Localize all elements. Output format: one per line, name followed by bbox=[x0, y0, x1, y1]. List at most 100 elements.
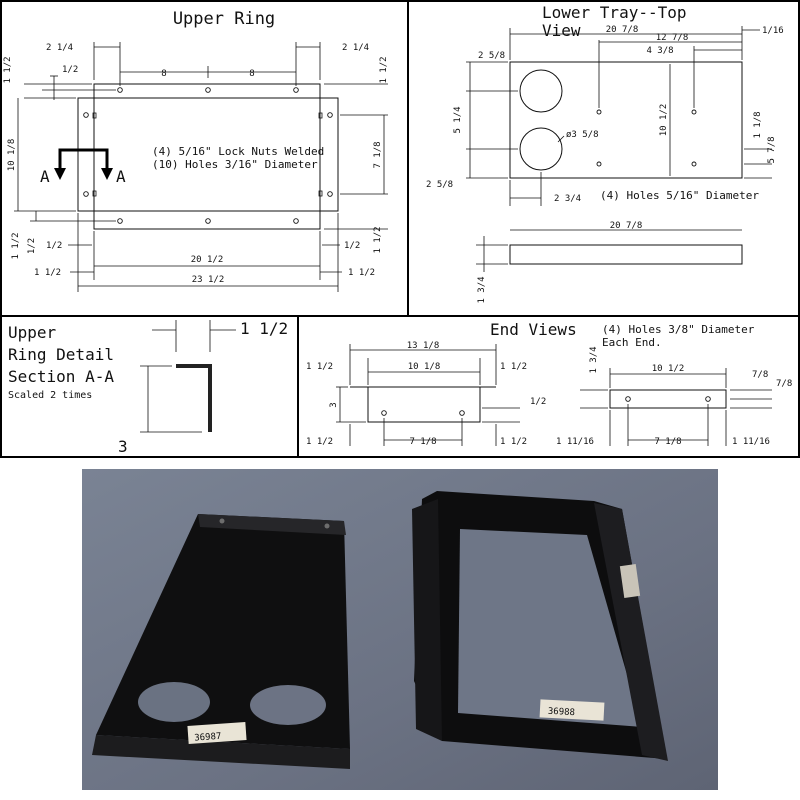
hole bbox=[205, 87, 211, 93]
hole bbox=[293, 87, 299, 93]
hole bbox=[691, 109, 697, 115]
end-dim-1-11-16-left: 1 11/16 bbox=[556, 437, 594, 447]
hole bbox=[691, 161, 697, 167]
section-cut-marker: A A bbox=[40, 148, 126, 186]
detail-title-2: Ring Detail bbox=[8, 345, 114, 364]
dim-upper-7-1-8: 7 1/8 bbox=[373, 141, 383, 168]
end-dim-13-1-8: 13 1/8 bbox=[407, 341, 440, 351]
photo-of-parts: 36987 36988 bbox=[82, 469, 718, 790]
detail-title-3: Section A-A bbox=[8, 367, 114, 386]
dim-tray-2-5-8-bottom: 2 5/8 bbox=[426, 180, 453, 190]
hole bbox=[205, 218, 211, 224]
lower-tray-holes-note: (4) Holes 5/16" Diameter bbox=[600, 189, 759, 202]
end-dim-1-1-2-br: 1 1/2 bbox=[500, 437, 527, 447]
end-views-note-1: (4) Holes 3/8" Diameter bbox=[602, 323, 755, 336]
dim-tray-20-7-8: 20 7/8 bbox=[606, 25, 639, 35]
lower-tray-top-view bbox=[509, 61, 743, 179]
upper-ring-title: Upper Ring bbox=[173, 9, 275, 29]
dim-upper-1-1-2-bottom-right: 1 1/2 bbox=[348, 268, 375, 278]
end-dim-1-1-2-bl: 1 1/2 bbox=[306, 437, 333, 447]
upper-ring-note-2: (10) Holes 3/16" Diameter bbox=[152, 158, 318, 171]
end-dim-7-1-8-left: 7 1/8 bbox=[409, 437, 436, 447]
end-dim-7-8-a: 7/8 bbox=[752, 370, 768, 380]
hole bbox=[381, 410, 387, 416]
upper-ring-note-1: (4) 5/16" Lock Nuts Welded bbox=[152, 145, 324, 158]
hole bbox=[705, 396, 711, 402]
tray-large-hole bbox=[519, 69, 563, 113]
lock-nut bbox=[318, 190, 323, 197]
hole-diameter-label: ø3 5/8 bbox=[566, 130, 599, 140]
dim-upper-10-1-8: 10 1/8 bbox=[7, 139, 17, 172]
dim-upper-1-1-2-top: 1 1/2 bbox=[3, 56, 13, 83]
hole bbox=[117, 218, 123, 224]
lower-tray-title: Lower Tray--Top bbox=[542, 3, 687, 22]
hole bbox=[459, 410, 465, 416]
dim-tray-4-3-8: 4 3/8 bbox=[646, 46, 673, 56]
section-mark-right: A bbox=[116, 167, 126, 186]
lower-tray-panel: Lower Tray--Top View ø3 5/8 (4) Holes 5/… bbox=[426, 3, 784, 304]
dim-upper-20-1-2: 20 1/2 bbox=[191, 255, 224, 265]
lock-nut bbox=[92, 190, 97, 197]
end-dim-7-1-8-right: 7 1/8 bbox=[654, 437, 681, 447]
hole bbox=[293, 218, 299, 224]
hole bbox=[327, 112, 333, 118]
dim-upper-1-1-2-right-bottom: 1 1/2 bbox=[373, 226, 383, 253]
engineering-drawing: Upper Ring (4) 5/16" Lock Nuts Welded (1… bbox=[0, 0, 800, 458]
dim-upper-23-1-2: 23 1/2 bbox=[192, 275, 225, 285]
dim-tray-1-3-4: 1 3/4 bbox=[477, 276, 487, 303]
hole bbox=[83, 112, 89, 118]
photo-label-left bbox=[187, 721, 247, 745]
dim-upper-8-right: 8 bbox=[249, 69, 254, 79]
drawing-frame bbox=[0, 0, 800, 458]
photo-label-right-text: 36988 bbox=[548, 707, 576, 718]
upper-ring-outer bbox=[93, 83, 321, 230]
dim-upper-1-2-bottom-left: 1/2 bbox=[46, 241, 62, 251]
photo-label-right bbox=[539, 699, 605, 721]
end-views-panel: End Views (4) Holes 3/8" Diameter Each E… bbox=[306, 320, 792, 447]
hole bbox=[83, 191, 89, 197]
detail-scale: Scaled 2 times bbox=[8, 390, 92, 401]
hole bbox=[327, 191, 333, 197]
photo-label-left-text: 36987 bbox=[194, 732, 222, 744]
lock-nut bbox=[318, 112, 323, 119]
dim-tray-1-1-8: 1 1/8 bbox=[753, 111, 763, 138]
end-view-plate bbox=[609, 389, 727, 409]
end-dim-3: 3 bbox=[329, 402, 339, 407]
dim-upper-1-1-2-bottom-left: 1 1/2 bbox=[34, 268, 61, 278]
dim-tray-1-16: 1/16 bbox=[762, 26, 784, 36]
hole bbox=[117, 87, 123, 93]
end-views-note-2: Each End. bbox=[602, 336, 662, 349]
dim-upper-8-left: 8 bbox=[161, 69, 166, 79]
dim-tray-5-1-4: 5 1/4 bbox=[453, 106, 463, 133]
photo-upper-ring: 36988 bbox=[412, 491, 668, 761]
end-dim-10-1-2: 10 1/2 bbox=[652, 364, 685, 374]
end-dim-1-2: 1/2 bbox=[530, 397, 546, 407]
dim-tray-2-3-4: 2 3/4 bbox=[554, 194, 581, 204]
dim-upper-1-1-2-bottom: 1 1/2 bbox=[11, 232, 21, 259]
dim-upper-1-1-2-right-top: 1 1/2 bbox=[379, 56, 389, 83]
hole bbox=[596, 161, 602, 167]
dim-tray-5-7-8: 5 7/8 bbox=[767, 136, 777, 163]
dim-upper-2-1-4-left: 2 1/4 bbox=[46, 43, 73, 53]
lower-tray-side-view bbox=[509, 244, 743, 265]
hole bbox=[596, 109, 602, 115]
hole bbox=[625, 396, 631, 402]
dim-tray-10-1-2: 10 1/2 bbox=[659, 104, 669, 137]
end-views-title: End Views bbox=[490, 320, 577, 339]
dim-upper-1-2-bottom-right: 1/2 bbox=[344, 241, 360, 251]
lower-tray-title-2: View bbox=[542, 21, 581, 40]
detail-dim-3: 3 bbox=[118, 437, 128, 456]
dim-upper-2-1-4-right: 2 1/4 bbox=[342, 43, 369, 53]
tray-large-hole bbox=[519, 127, 563, 171]
photo-lower-tray: 36987 bbox=[92, 514, 350, 769]
section-mark-left: A bbox=[40, 167, 50, 186]
end-dim-1-1-2-tr: 1 1/2 bbox=[500, 362, 527, 372]
end-dim-7-8-b: 7/8 bbox=[776, 379, 792, 389]
detail-dim-1-1-2: 1 1/2 bbox=[240, 319, 288, 338]
upper-ring-panel: Upper Ring (4) 5/16" Lock Nuts Welded (1… bbox=[3, 9, 389, 292]
dim-tray-side-20-7-8: 20 7/8 bbox=[610, 221, 643, 231]
end-dim-10-1-8: 10 1/8 bbox=[408, 362, 441, 372]
dim-upper-1-2-top: 1/2 bbox=[62, 65, 78, 75]
upper-ring-inner bbox=[77, 97, 339, 212]
end-dim-1-3-4: 1 3/4 bbox=[589, 346, 599, 373]
